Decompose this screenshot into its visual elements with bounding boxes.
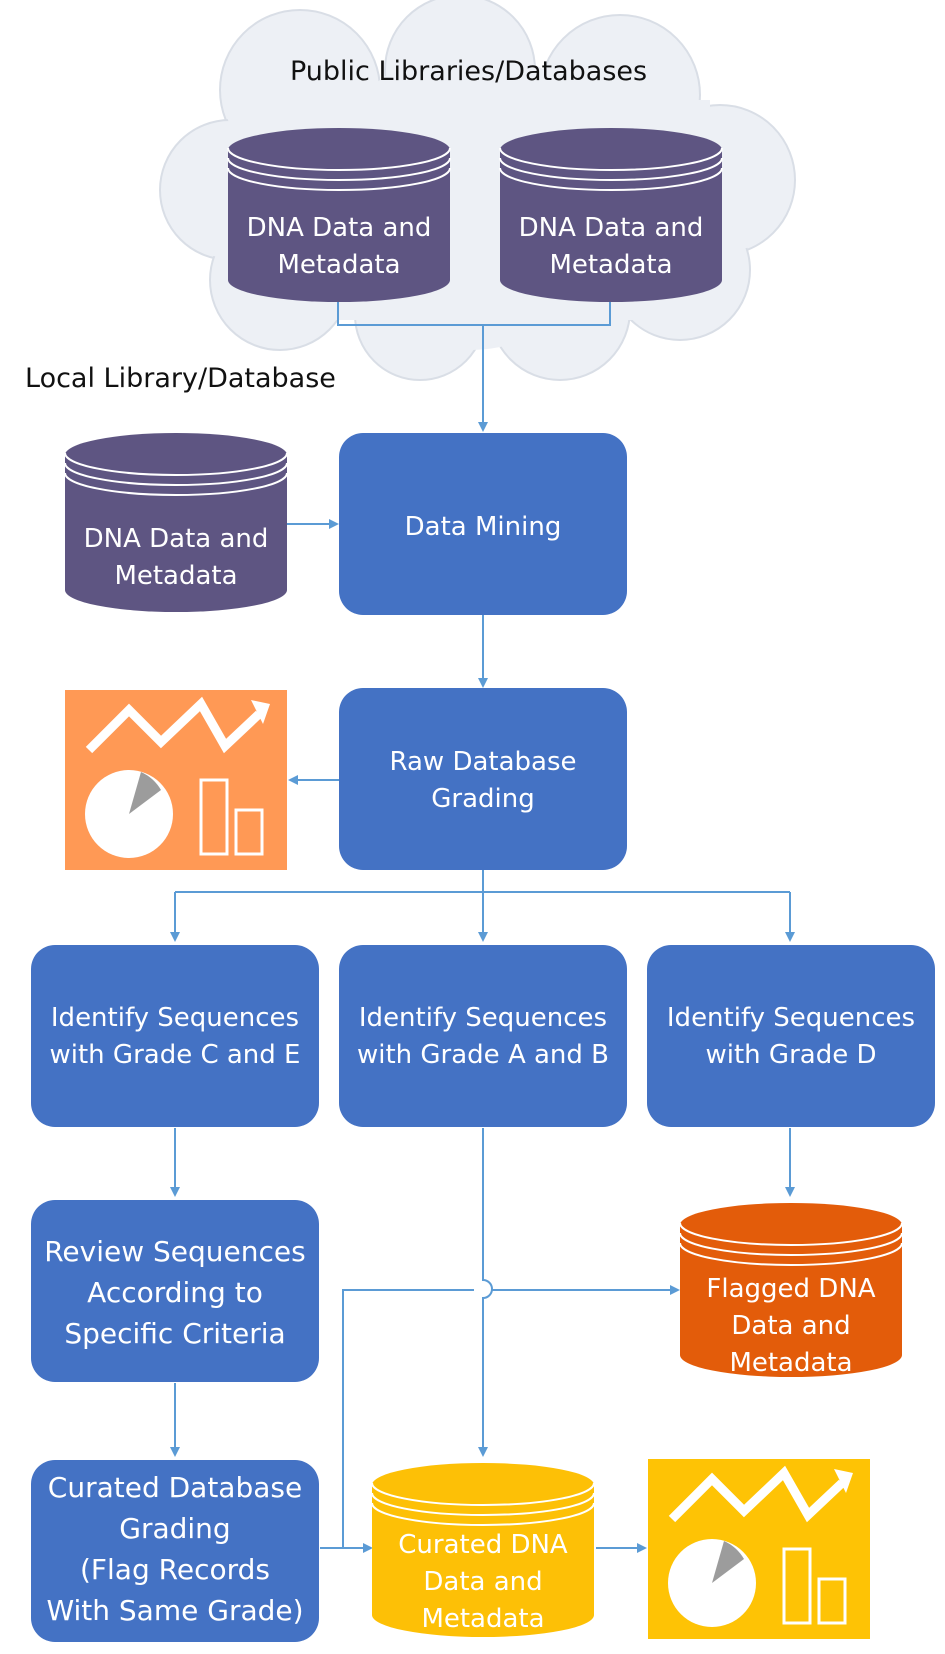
svg-text:DNA Data and: DNA Data and	[519, 213, 704, 243]
svg-text:Metadata: Metadata	[549, 250, 672, 280]
review-sequences-step: Review Sequences According to Specific C…	[31, 1200, 319, 1382]
db-label-line: Metadata	[421, 1604, 544, 1634]
local-heading: Local Library/Database	[25, 363, 336, 394]
connector-public2	[483, 300, 611, 326]
step-label: Specific Criteria	[64, 1317, 285, 1350]
step-label: with Grade C and E	[50, 1040, 301, 1070]
connector-public1	[337, 300, 483, 326]
step-label: With Same Grade)	[46, 1594, 303, 1627]
db-label-line: Metadata	[277, 250, 400, 280]
db-label-line: DNA Data and	[519, 213, 704, 243]
svg-text:DNA Data and: DNA Data and	[84, 524, 269, 554]
step-label: Review Sequences	[44, 1235, 306, 1268]
svg-text:Metadata: Metadata	[421, 1604, 544, 1634]
raw-database-grading-step: Raw Database Grading	[339, 688, 627, 870]
db-label-line: DNA Data and	[84, 524, 269, 554]
svg-text:Flagged DNA: Flagged DNA	[706, 1274, 875, 1304]
connector-raw-split	[175, 870, 790, 893]
data-mining-step: Data Mining	[339, 433, 627, 615]
grade-d-step: Identify Sequences with Grade D	[647, 945, 935, 1127]
db-label-line: Flagged DNA	[706, 1274, 875, 1304]
db-label-line: Curated DNA	[398, 1530, 568, 1560]
step-label: Identify Sequences	[359, 1003, 607, 1033]
step-label: with Grade D	[706, 1040, 877, 1070]
step-label: (Flag Records	[80, 1553, 270, 1586]
public-heading: Public Libraries/Databases	[290, 56, 647, 87]
grade-ce-step: Identify Sequences with Grade C and E	[31, 945, 319, 1127]
step-label: Identify Sequences	[51, 1003, 299, 1033]
svg-text:Metadata: Metadata	[729, 1348, 852, 1378]
arrow-ab-to-curated	[478, 1128, 493, 1457]
public-database-1: DNA Data and Metadata	[227, 128, 451, 302]
grade-ab-step: Identify Sequences with Grade A and B	[339, 945, 627, 1127]
svg-text:Curated DNA: Curated DNA	[398, 1530, 568, 1560]
arrow-curated-grading-to-flagged	[342, 1290, 678, 1548]
svg-text:Metadata: Metadata	[277, 250, 400, 280]
flagged-database: Flagged DNA Data and Metadata	[679, 1203, 903, 1378]
db-label-line: Metadata	[729, 1348, 852, 1378]
db-label-line: Metadata	[549, 250, 672, 280]
step-label: Curated Database	[48, 1471, 302, 1504]
step-label: Grading	[431, 784, 534, 814]
curated-database: Curated DNA Data and Metadata	[371, 1463, 595, 1637]
step-label: Identify Sequences	[667, 1003, 915, 1033]
step-label: According to	[87, 1276, 263, 1309]
svg-text:Data and: Data and	[423, 1567, 542, 1597]
step-label: Data Mining	[405, 512, 562, 542]
svg-text:DNA Data and: DNA Data and	[247, 213, 432, 243]
step-label: with Grade A and B	[357, 1040, 609, 1070]
public-database-2: DNA Data and Metadata	[499, 128, 723, 302]
svg-text:Data and: Data and	[731, 1311, 850, 1341]
step-label: Raw Database	[389, 747, 576, 777]
chart-report-icon	[648, 1459, 870, 1639]
db-label-line: Data and	[731, 1311, 850, 1341]
local-database: DNA Data and Metadata	[64, 433, 288, 612]
db-label-line: Data and	[423, 1567, 542, 1597]
svg-text:Metadata: Metadata	[114, 561, 237, 591]
db-label-line: Metadata	[114, 561, 237, 591]
curated-database-grading-step: Curated Database Grading (Flag Records W…	[31, 1460, 319, 1642]
step-label: Grading	[119, 1512, 230, 1545]
db-label-line: DNA Data and	[247, 213, 432, 243]
chart-report-icon	[65, 690, 287, 870]
